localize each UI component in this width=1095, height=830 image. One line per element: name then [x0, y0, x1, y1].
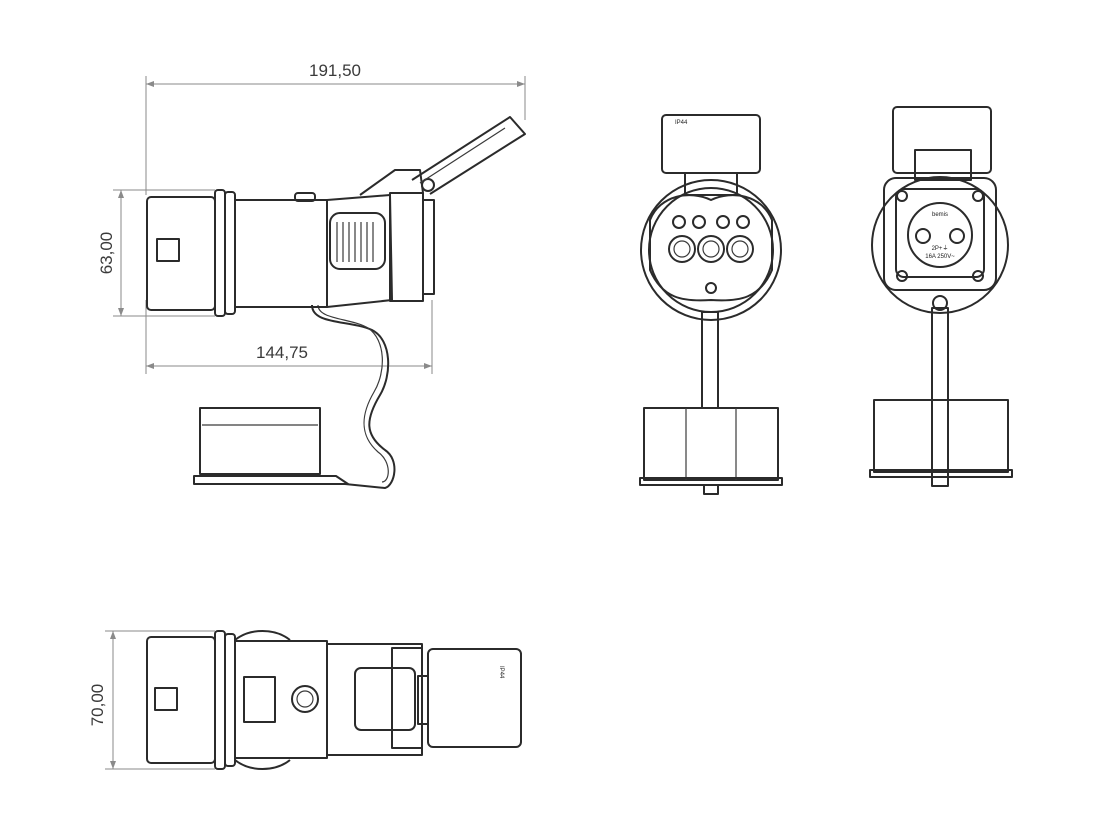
top-view: IP44: [146, 630, 522, 770]
side-view: [146, 116, 526, 489]
dimension-label-height: 63,00: [97, 232, 116, 275]
top-lid-ip-label: IP44: [498, 666, 504, 679]
rating-label-2: 16A 250V~: [925, 254, 955, 260]
front-view-open: IP44: [639, 114, 783, 495]
dimension-overall-length: 191,50: [145, 61, 526, 195]
lid-ip-label: IP44: [675, 120, 688, 126]
dimension-width: 70,00: [88, 630, 215, 770]
dimension-label-width: 70,00: [88, 684, 107, 727]
brand-logo: bemis: [932, 212, 948, 218]
dimension-height: 63,00: [97, 189, 215, 317]
front-view-socket: bemis 2P+⏚ 16A 250V~: [869, 106, 1013, 487]
dimension-label-overall: 191,50: [309, 61, 361, 80]
dimension-label-body: 144,75: [256, 343, 308, 362]
window-icon: [156, 238, 180, 262]
grip-ribs: [336, 222, 374, 262]
dimension-body-length: 144,75: [145, 300, 433, 374]
rating-label-1: 2P+⏚: [932, 245, 949, 252]
